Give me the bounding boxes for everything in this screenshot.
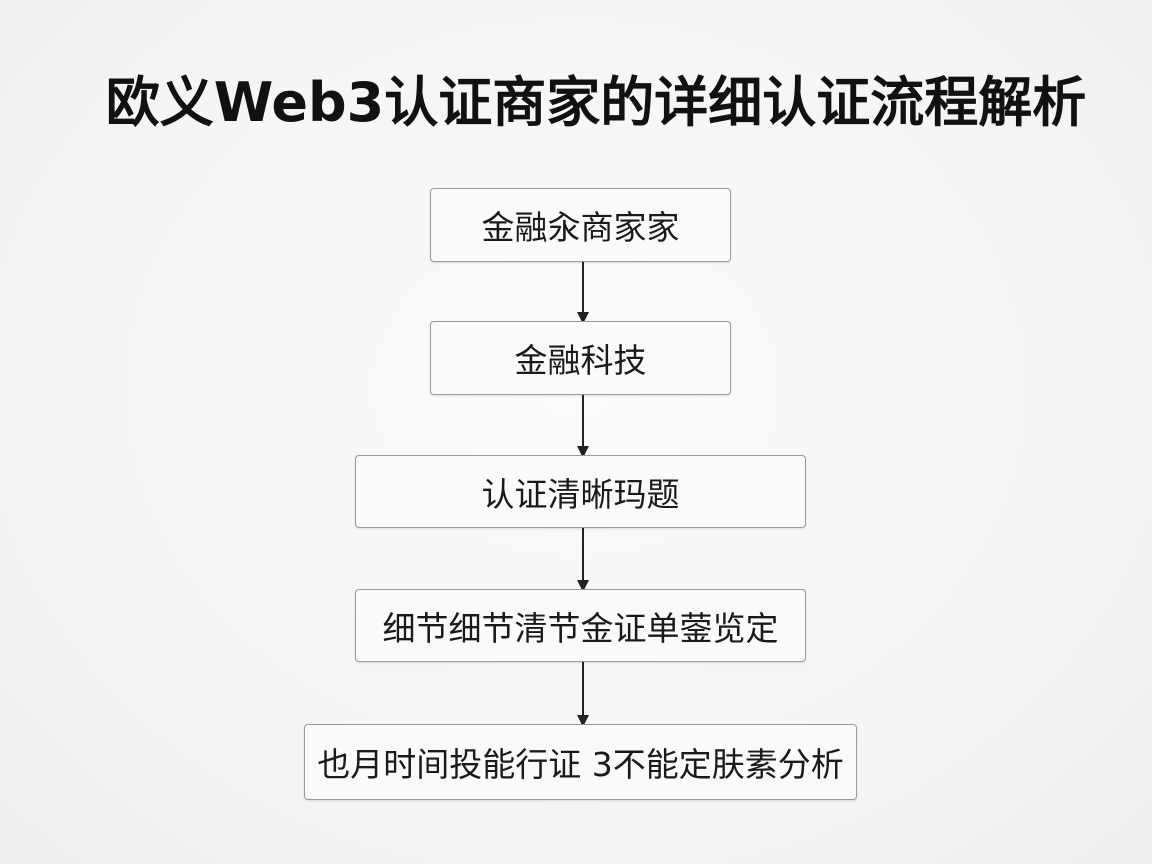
flow-step-4-label: 细节细节清节金证单蓥览定 xyxy=(382,608,779,648)
flow-step-5: 也月时间投能行证 3不能定肤素分析 xyxy=(304,724,857,800)
flow-step-3: 认证清晰玛题 xyxy=(355,455,806,528)
flow-step-5-label: 也月时间投能行证 3不能定肤素分析 xyxy=(317,745,844,784)
flow-step-2-label: 金融科技 xyxy=(514,341,647,380)
flow-step-3-label: 认证清晰玛题 xyxy=(481,474,680,514)
page-title: 欧义Web3认证商家的详细认证流程解析 xyxy=(105,71,1087,134)
flow-step-2: 金融科技 xyxy=(430,321,731,395)
flow-step-1: 金融汆商家家 xyxy=(430,188,731,262)
flow-step-4: 细节细节清节金证单蓥览定 xyxy=(355,589,806,662)
flow-step-1-label: 金融汆商家家 xyxy=(481,208,680,247)
